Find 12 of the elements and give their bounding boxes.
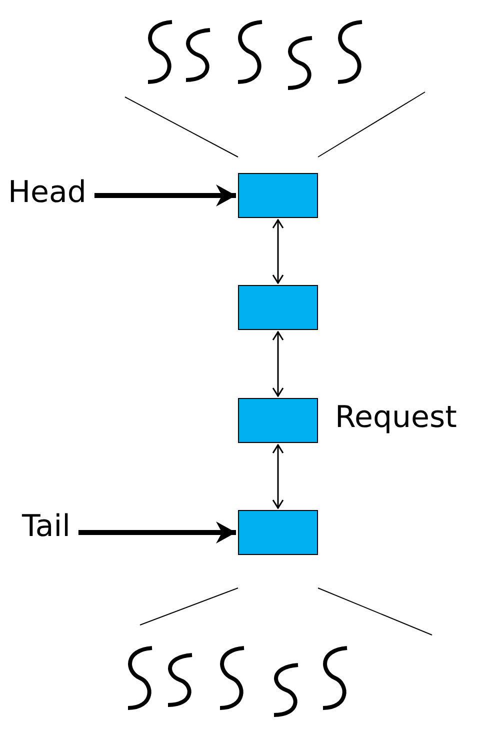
arrow — [94, 184, 236, 206]
text-label: Head — [8, 178, 86, 208]
caption-label: Request — [335, 403, 457, 433]
queue-box — [238, 173, 318, 218]
text-label: Tail — [22, 512, 70, 542]
queue-box — [238, 398, 318, 443]
arrow — [272, 331, 284, 397]
queue-box — [238, 510, 318, 555]
arrow — [78, 522, 236, 544]
arrow — [272, 219, 284, 284]
arrow — [272, 444, 284, 509]
queue-box — [238, 285, 318, 330]
